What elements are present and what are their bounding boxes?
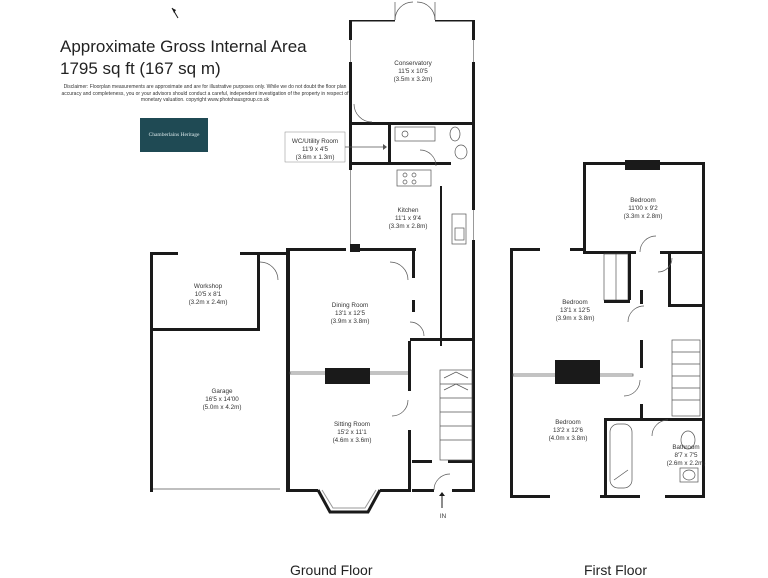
logo-text: Chamberlains Heritage [148,132,200,138]
room-garage-label: Garage 16'5 x 14'00 (5.0m x 4.2m) [203,388,242,411]
room-workshop-label: Workshop 10'5 x 8'1 (3.2m x 2.4m) [189,283,228,306]
svg-text:Conservatory: Conservatory [394,60,432,67]
conservatory-walls [349,1,475,170]
svg-text:11'1 x 9'4: 11'1 x 9'4 [395,215,422,222]
svg-text:(3.2m x 2.4m): (3.2m x 2.4m) [189,299,228,306]
kitchen-walls [349,120,475,346]
svg-text:Sitting Room: Sitting Room [334,421,370,428]
svg-text:(2.6m x 2.2m): (2.6m x 2.2m) [667,460,706,467]
room-bedroom-mid-label: Bedroom 13'1 x 12'5 (3.9m x 3.8m) [556,299,595,322]
svg-text:(5.0m x 4.2m): (5.0m x 4.2m) [203,404,242,411]
svg-text:Garage: Garage [211,388,233,395]
room-sitting-label: Sitting Room 15'2 x 11'1 (4.6m x 3.6m) [333,421,372,444]
agent-logo: Chamberlains Heritage [140,118,208,152]
disclaimer-text: Disclaimer: Floorplan measurements are a… [61,84,349,104]
main-house-walls [286,244,475,514]
svg-text:(4.6m x 3.6m): (4.6m x 3.6m) [333,437,372,444]
room-conservatory-label: Conservatory 11'5 x 10'5 (3.5m x 3.2m) [394,60,433,83]
svg-text:Bathroom: Bathroom [672,444,699,451]
room-dining-label: Dining Room 13'1 x 12'5 (3.9m x 3.8m) [331,302,370,325]
page-title: Approximate Gross Internal Area 1795 sq … [60,36,360,80]
svg-text:11'5 x 10'5: 11'5 x 10'5 [398,68,428,75]
svg-text:Kitchen: Kitchen [397,207,419,214]
svg-text:Bedroom: Bedroom [555,419,581,426]
svg-text:15'2 x 11'1: 15'2 x 11'1 [337,429,367,436]
svg-text:(3.3m x 2.8m): (3.3m x 2.8m) [389,223,428,230]
svg-text:Bedroom: Bedroom [562,299,588,306]
svg-text:Dining Room: Dining Room [332,302,368,309]
svg-text:(3.3m x 2.8m): (3.3m x 2.8m) [624,213,663,220]
room-bathroom-label: Bathroom 8'7 x 7'5 (2.6m x 2.2m) [667,444,706,467]
svg-text:Workshop: Workshop [194,283,223,290]
wc-utility-walls [351,103,475,167]
title-line-2: 1795 sq ft (167 sq m) [60,59,221,78]
svg-text:13'1 x 12'5: 13'1 x 12'5 [335,310,366,317]
svg-text:11'00 x 9'2: 11'00 x 9'2 [628,205,658,212]
room-bedroom-top-label: Bedroom 11'00 x 9'2 (3.3m x 2.8m) [624,197,663,220]
ground-floor-plan [150,1,475,514]
svg-text:(3.9m x 3.8m): (3.9m x 3.8m) [331,318,370,325]
garage-walls [150,252,290,492]
svg-text:(4.0m x 3.8m): (4.0m x 3.8m) [549,435,588,442]
svg-text:13'2 x 12'6: 13'2 x 12'6 [553,427,584,434]
svg-text:8'7 x 7'5: 8'7 x 7'5 [674,452,698,459]
first-floor-plan [510,160,705,498]
room-wc-utility-label: WC/Utility Room 11'9 x 4'5 (3.6m x 1.3m) [284,131,387,163]
room-kitchen-label: Kitchen 11'1 x 9'4 (3.3m x 2.8m) [389,207,428,230]
svg-text:11'9 x 4'5: 11'9 x 4'5 [302,146,329,153]
svg-text:(3.6m x 1.3m): (3.6m x 1.3m) [296,154,335,161]
ground-floor-label: Ground Floor [290,562,373,578]
svg-text:Bedroom: Bedroom [630,197,656,204]
svg-text:WC/Utility Room: WC/Utility Room [292,138,338,145]
svg-text:(3.5m x 3.2m): (3.5m x 3.2m) [394,76,433,83]
svg-text:16'5 x 14'00: 16'5 x 14'00 [205,396,239,403]
title-line-1: Approximate Gross Internal Area [60,37,307,56]
svg-text:(3.9m x 3.8m): (3.9m x 3.8m) [556,315,595,322]
compass-icon [171,7,179,19]
svg-text:10'5 x 8'1: 10'5 x 8'1 [195,291,222,298]
entrance-label: IN [440,513,447,520]
room-bedroom-low-label: Bedroom 13'2 x 12'6 (4.0m x 3.8m) [549,419,588,442]
first-floor-label: First Floor [584,562,647,578]
svg-text:13'1 x 12'5: 13'1 x 12'5 [560,307,591,314]
